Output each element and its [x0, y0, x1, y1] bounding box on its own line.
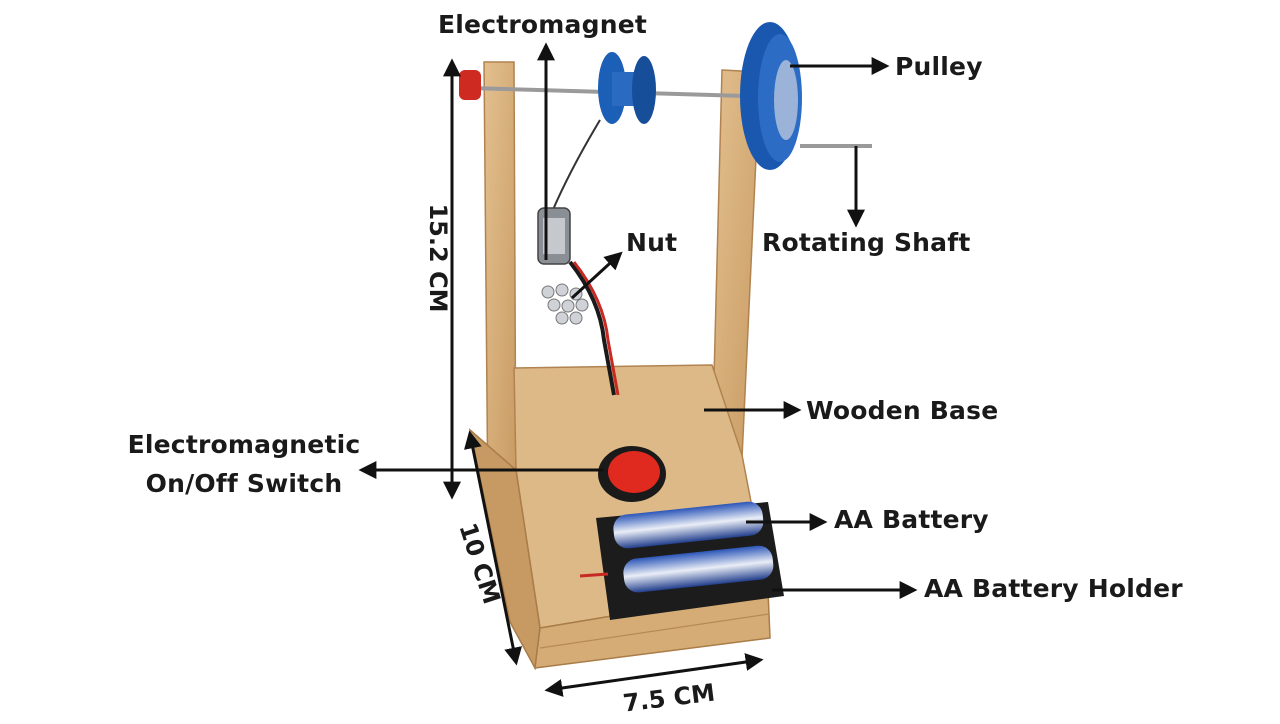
left-wooden-post — [483, 61, 517, 513]
aa-battery-label: AA Battery — [834, 505, 989, 534]
height-dimension-label: 15.2 CM — [424, 203, 452, 312]
width-dimension-arrow — [544, 653, 764, 697]
nut-label: Nut — [626, 228, 678, 257]
nuts-cluster — [541, 283, 589, 325]
pulley-label: Pulley — [895, 52, 983, 81]
pulley-wheel — [740, 22, 802, 170]
on-off-switch — [598, 446, 666, 502]
electromagnet-spool — [598, 52, 656, 124]
wooden-base-label: Wooden Base — [806, 396, 999, 425]
electromagnet-label: Electromagnet — [438, 10, 647, 39]
battery-holder — [596, 501, 784, 620]
switch-label-line1: Electromagnetic — [127, 430, 361, 459]
nut-arrow — [570, 251, 623, 300]
red-end-cap — [459, 70, 481, 100]
aa-battery-holder-label: AA Battery Holder — [924, 574, 1183, 603]
depth-dimension-arrow — [464, 430, 522, 666]
width-dimension-label: 7.5 CM — [621, 679, 716, 718]
rotating-shaft-label: Rotating Shaft — [762, 228, 971, 257]
switch-label-line2: On/Off Switch — [145, 469, 343, 498]
hanging-electromagnet — [537, 207, 571, 265]
